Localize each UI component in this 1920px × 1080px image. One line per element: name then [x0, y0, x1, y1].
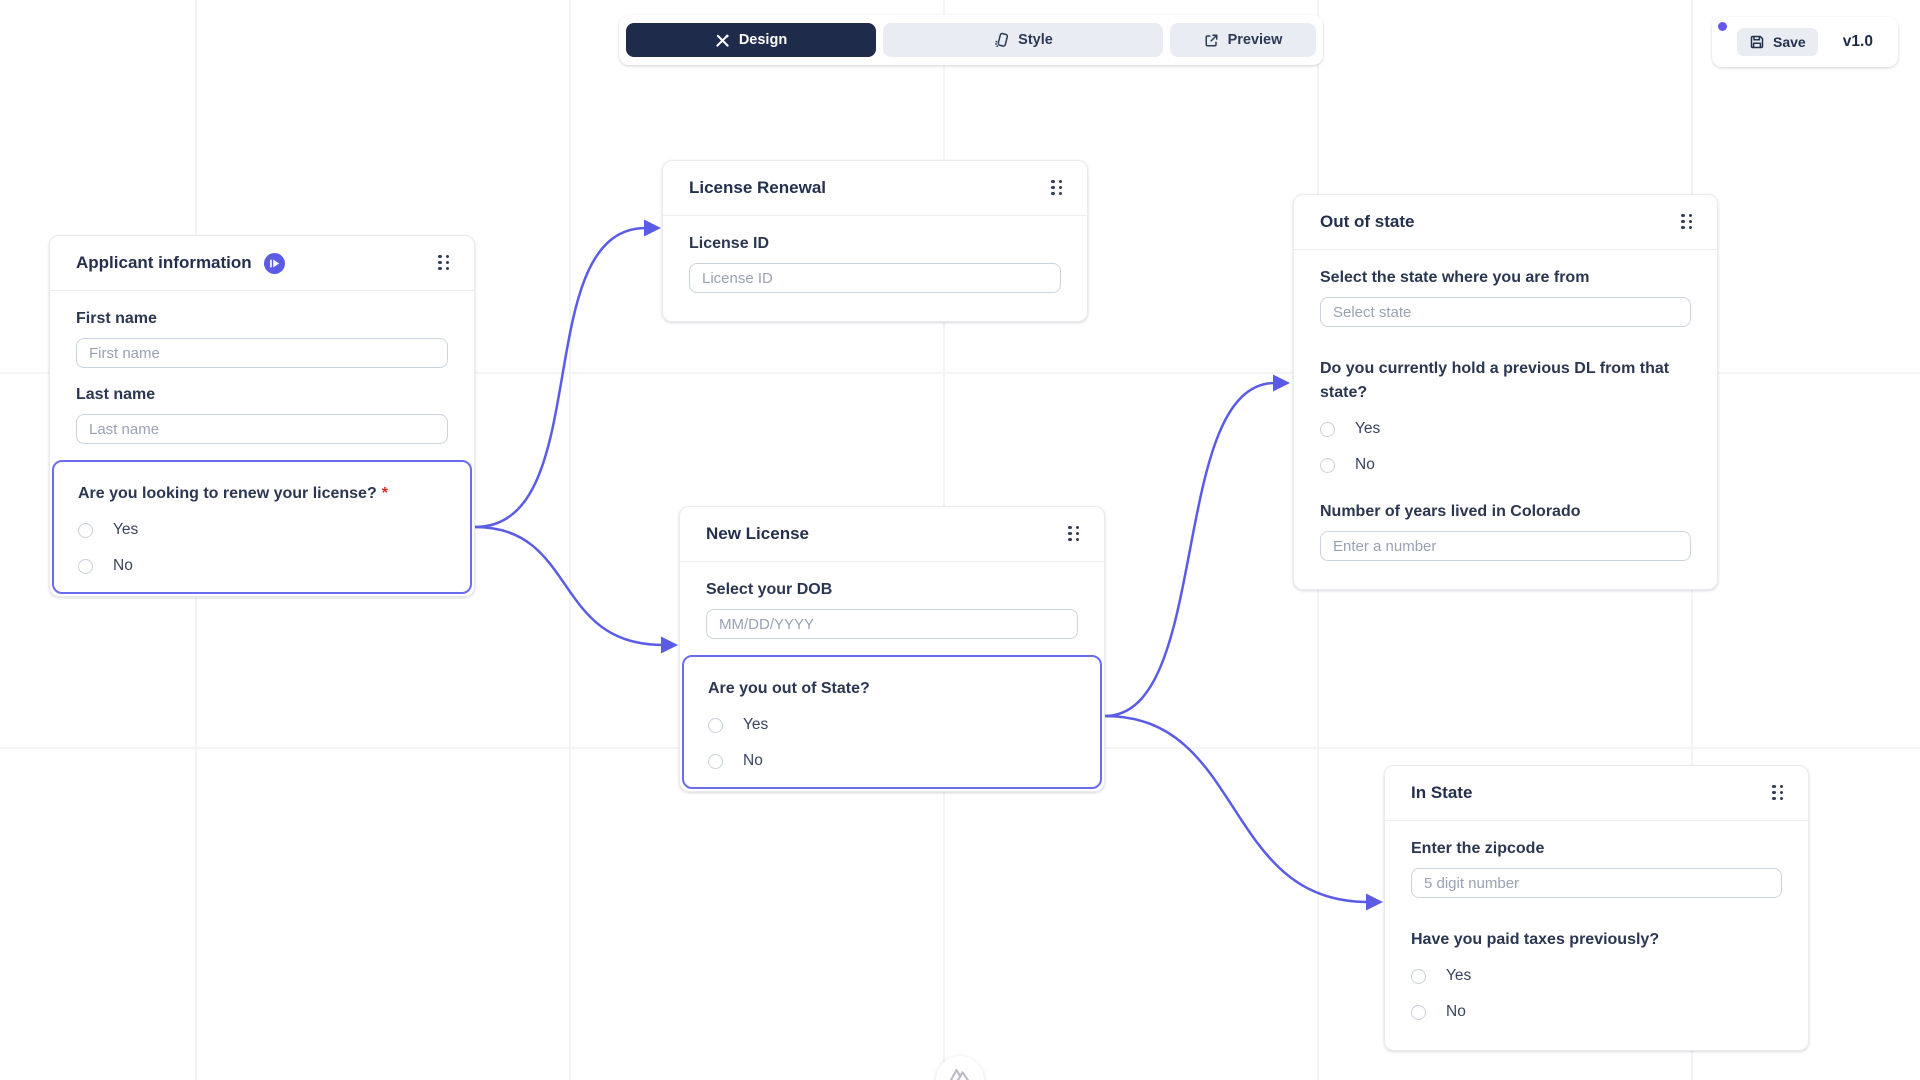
card-body: Select your DOB Are you out of State? Ye…: [680, 562, 1104, 791]
arrowhead-icon: [644, 219, 661, 237]
step-card-out-of-state[interactable]: Out of state Select the state where you …: [1293, 194, 1718, 590]
connector-outofstate-no: [1104, 714, 1369, 904]
design-tools-icon: [716, 34, 729, 47]
step-card-in-state[interactable]: In State Enter the zipcode Have you paid…: [1384, 765, 1809, 1051]
arrowhead-icon: [1366, 893, 1383, 911]
question-label: Are you out of State?: [708, 680, 870, 697]
mountains-logo-icon: [949, 1069, 970, 1080]
radio-option-yes[interactable]: Yes: [1320, 419, 1691, 439]
question-previous-dl: Do you currently hold a previous DL from…: [1320, 357, 1691, 475]
style-tab-label: Style: [1018, 32, 1053, 48]
radio-option-yes[interactable]: Yes: [708, 715, 1076, 735]
radio-icon[interactable]: [1411, 968, 1426, 984]
logo-bubble[interactable]: [936, 1056, 984, 1080]
card-header: Out of state: [1294, 195, 1717, 250]
step-card-license-renewal[interactable]: License Renewal License ID: [662, 160, 1088, 322]
card-body: Select the state where you are from Do y…: [1294, 250, 1717, 589]
question-label: Do you currently hold a previous DL from…: [1320, 360, 1670, 401]
style-swatch-icon: [995, 32, 1009, 48]
field-label: License ID: [689, 235, 770, 252]
field-first-name: First name: [76, 308, 448, 368]
radio-option-no[interactable]: No: [708, 751, 1076, 771]
field-zipcode: Enter the zipcode: [1411, 838, 1782, 898]
branch-renew-license-question[interactable]: Are you looking to renew your license?* …: [52, 460, 472, 594]
radio-icon[interactable]: [1411, 1004, 1426, 1020]
question-label: Are you looking to renew your license?*: [78, 485, 388, 502]
version-label: v1.0: [1842, 33, 1873, 50]
radio-icon[interactable]: [708, 753, 723, 769]
connector-renew-no: [474, 525, 664, 647]
preview-button[interactable]: Preview: [1170, 23, 1316, 57]
design-tab-label: Design: [738, 32, 788, 48]
save-button-label: Save: [1773, 34, 1806, 50]
radio-option-yes[interactable]: Yes: [78, 520, 446, 540]
state-select-input[interactable]: [1320, 297, 1691, 327]
start-step-play-icon: [263, 252, 285, 274]
question-label: Have you paid taxes previously?: [1411, 931, 1660, 948]
save-panel: Save v1.0: [1712, 17, 1898, 67]
connector-outofstate-yes: [1104, 381, 1276, 718]
radio-icon[interactable]: [78, 558, 93, 574]
card-header: Applicant information: [50, 236, 474, 291]
design-tab[interactable]: Design: [626, 23, 876, 57]
card-header: License Renewal: [663, 161, 1087, 216]
years-lived-input[interactable]: [1320, 531, 1691, 561]
field-last-name: Last name: [76, 384, 448, 444]
field-label: Select the state where you are from: [1320, 269, 1590, 286]
field-state-select: Select the state where you are from: [1320, 267, 1691, 327]
card-body: First name Last name Are you looking to …: [50, 291, 474, 596]
zipcode-input[interactable]: [1411, 868, 1782, 898]
dob-input[interactable]: [706, 609, 1078, 639]
preview-button-label: Preview: [1227, 32, 1283, 48]
radio-option-no[interactable]: No: [1320, 455, 1691, 475]
card-title: Out of state: [1320, 212, 1415, 231]
drag-handle-icon[interactable]: [1681, 213, 1693, 231]
field-label: First name: [76, 310, 157, 327]
save-floppy-icon: [1750, 35, 1764, 49]
style-tab[interactable]: Style: [883, 23, 1163, 57]
drag-handle-icon[interactable]: [1772, 784, 1784, 802]
card-header: New License: [680, 507, 1104, 562]
arrowhead-icon: [1273, 374, 1290, 392]
drag-handle-icon[interactable]: [438, 254, 450, 272]
card-header: In State: [1385, 766, 1808, 821]
card-title: New License: [706, 524, 809, 543]
required-asterisk: *: [381, 485, 388, 502]
save-button[interactable]: Save: [1737, 28, 1818, 56]
field-license-id: License ID: [689, 233, 1061, 293]
field-label: Last name: [76, 386, 156, 403]
license-id-input[interactable]: [689, 263, 1061, 293]
radio-option-yes[interactable]: Yes: [1411, 966, 1782, 986]
field-label: Select your DOB: [706, 581, 833, 598]
field-years-lived: Number of years lived in Colorado: [1320, 501, 1691, 561]
unsaved-changes-dot: [1718, 22, 1727, 31]
connector-renew-yes: [474, 226, 647, 529]
last-name-input[interactable]: [76, 414, 448, 444]
card-title: Applicant information: [76, 253, 252, 272]
radio-option-no[interactable]: No: [1411, 1002, 1782, 1022]
field-dob: Select your DOB: [706, 579, 1078, 639]
question-paid-taxes: Have you paid taxes previously? Yes No: [1411, 928, 1782, 1022]
radio-icon[interactable]: [708, 717, 723, 733]
radio-icon[interactable]: [1320, 421, 1335, 437]
card-title: License Renewal: [689, 178, 827, 197]
step-card-new-license[interactable]: New License Select your DOB Are you out …: [679, 506, 1105, 792]
step-card-applicant-information[interactable]: Applicant information First name Last na…: [49, 235, 475, 597]
radio-icon[interactable]: [78, 522, 93, 538]
arrowhead-icon: [661, 636, 678, 654]
radio-option-no[interactable]: No: [78, 556, 446, 576]
radio-icon[interactable]: [1320, 457, 1335, 473]
card-body: License ID: [663, 216, 1087, 321]
field-label: Enter the zipcode: [1411, 840, 1545, 857]
branch-out-of-state-question[interactable]: Are you out of State? Yes No: [682, 655, 1102, 789]
external-link-icon: [1205, 34, 1218, 46]
field-label: Number of years lived in Colorado: [1320, 503, 1581, 520]
first-name-input[interactable]: [76, 338, 448, 368]
mode-toolbar: Design Style Preview: [619, 15, 1323, 65]
card-body: Enter the zipcode Have you paid taxes pr…: [1385, 821, 1808, 1050]
drag-handle-icon[interactable]: [1051, 179, 1063, 197]
drag-handle-icon[interactable]: [1068, 525, 1080, 543]
card-title: In State: [1411, 783, 1473, 802]
